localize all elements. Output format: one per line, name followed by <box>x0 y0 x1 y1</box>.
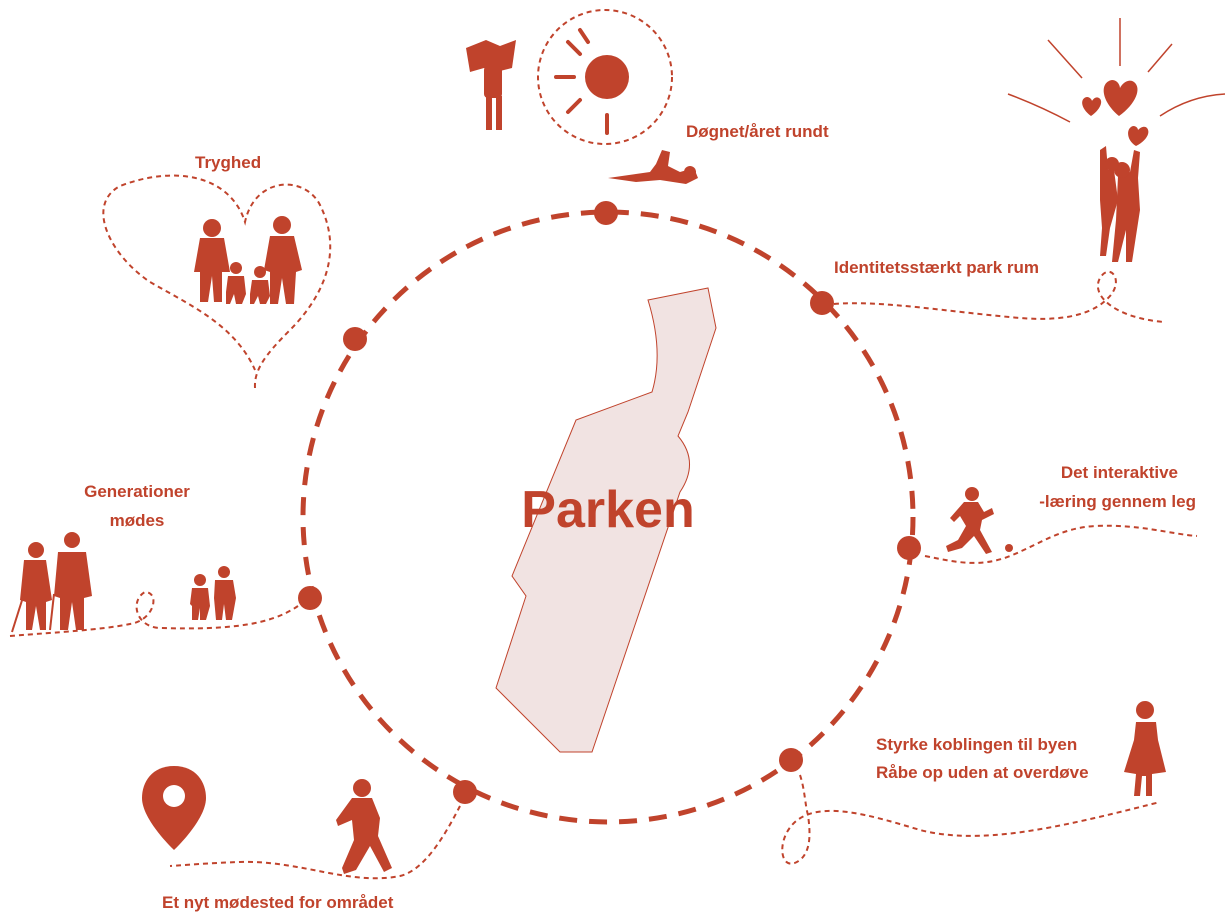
node-top <box>594 201 618 225</box>
label-interaktive-2: -læring gennem leg <box>1039 492 1196 511</box>
label-interaktive-1: Det interaktive <box>1061 463 1178 482</box>
label-tryghed: Tryghed <box>195 153 261 172</box>
park-plan-shape <box>495 287 717 753</box>
elderly-couple-icon <box>11 532 92 633</box>
walking-woman-icon <box>336 779 392 874</box>
label-dognet: Døgnet/året rundt <box>686 122 829 141</box>
circle-nodes <box>298 201 921 804</box>
ball-icon <box>1005 544 1013 552</box>
connector-paths <box>9 9 1198 880</box>
node-bottom <box>453 780 477 804</box>
center-title: Parken <box>521 481 694 539</box>
family-icon <box>194 216 302 304</box>
path-interaktive <box>924 524 1198 564</box>
label-identitet: Identitetsstærkt park rum <box>834 258 1039 277</box>
label-generationer-2: mødes <box>110 511 165 530</box>
children-icon <box>190 566 236 620</box>
node-bottom-right <box>779 748 803 772</box>
sunbather-icon <box>608 150 698 184</box>
running-child-icon <box>946 487 994 554</box>
node-top-left <box>343 327 367 351</box>
label-styrke-2: Råbe op uden at overdøve <box>876 763 1089 782</box>
path-modested <box>169 805 461 880</box>
label-modested: Et nyt mødested for området <box>162 893 394 912</box>
cheering-couple-icon <box>1100 146 1140 262</box>
sun-icon <box>554 28 629 135</box>
heart-icon <box>1082 80 1149 146</box>
label-styrke-1: Styrke koblingen til byen <box>876 735 1077 754</box>
node-right <box>897 536 921 560</box>
label-generationer-1: Generationer <box>84 482 190 501</box>
location-pin-icon <box>142 766 206 850</box>
path-generationer <box>9 590 299 637</box>
girl-icon <box>1124 701 1166 796</box>
path-identitet <box>833 270 1165 323</box>
node-left <box>298 586 322 610</box>
main-circle <box>300 209 916 825</box>
map-reader-icon <box>466 40 516 130</box>
celebration-lines <box>1007 18 1225 123</box>
node-top-right <box>810 291 834 315</box>
path-sun-ring <box>537 9 673 145</box>
path-styrke <box>781 774 1161 865</box>
